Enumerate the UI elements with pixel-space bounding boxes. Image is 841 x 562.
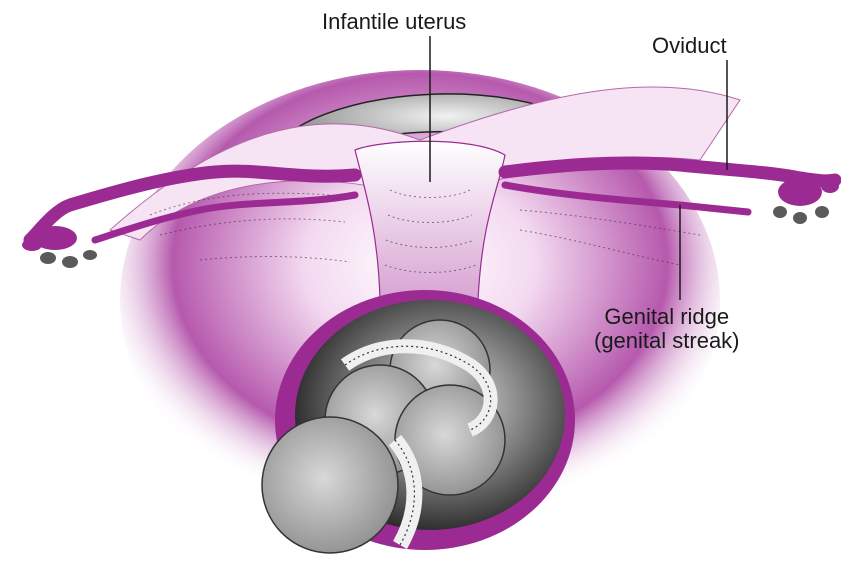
label-genital-ridge-line2: (genital streak) [594, 329, 740, 353]
label-genital-ridge-line1: Genital ridge [594, 305, 740, 329]
label-genital-ridge: Genital ridge (genital streak) [594, 305, 740, 353]
right-fimbriae [773, 178, 839, 224]
label-infantile-uterus: Infantile uterus [322, 10, 466, 34]
label-oviduct: Oviduct [652, 34, 727, 58]
